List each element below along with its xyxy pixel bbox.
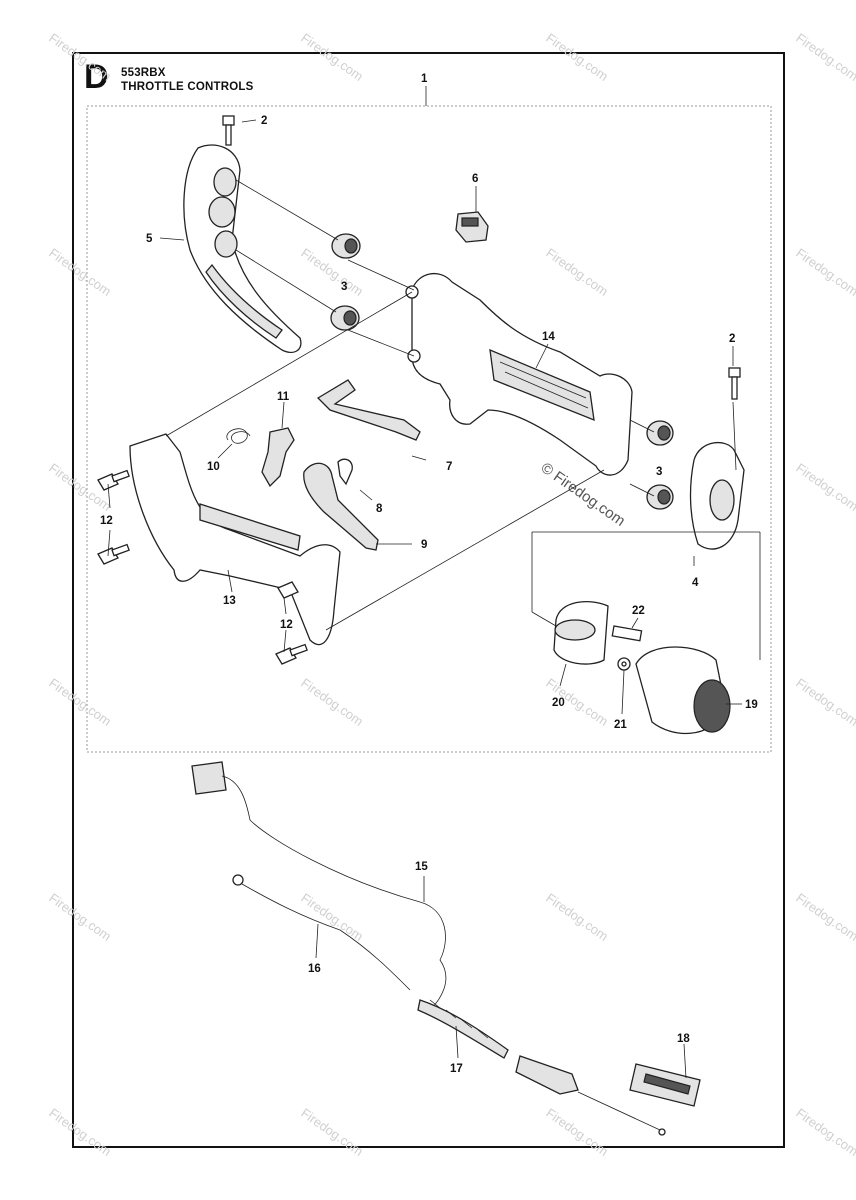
watermark-text: Firedog.com [46, 245, 114, 299]
part-5-grip-cover [183, 144, 302, 353]
watermark-text: Firedog.com [46, 675, 114, 729]
callout-label: 12 [100, 515, 113, 527]
watermark-text: Firedog.com [543, 890, 611, 944]
watermark-text: Firedog.com [46, 890, 114, 944]
callout-label: 15 [415, 861, 428, 873]
callout-label: 10 [207, 461, 220, 473]
part-3-damper-b [330, 305, 360, 331]
callout-label: 13 [223, 595, 236, 607]
part-19-tube-clamp [635, 646, 731, 734]
page-frame [72, 52, 785, 1148]
part-3-damper-a [331, 233, 361, 259]
callout-label: 7 [446, 461, 452, 473]
watermark-text: Firedog.com [298, 30, 366, 84]
callout-labels: 1 2 2 3 3 4 5 6 7 8 9 10 11 12 12 13 14 … [100, 73, 758, 1075]
callout-label: 11 [277, 391, 290, 403]
diagram-title: THROTTLE CONTROLS [121, 81, 254, 93]
part-10-spring [226, 428, 251, 444]
callout-label: 3 [656, 466, 662, 478]
part-9-trigger [303, 462, 379, 551]
part-13-handle-housing [129, 433, 341, 646]
part-7-throttle-lever [316, 379, 421, 441]
watermark-text: Firedog.com [298, 890, 366, 944]
part-6-stop-switch [455, 211, 489, 243]
part-14-handle-frame [405, 272, 633, 476]
callout-label: 19 [745, 699, 758, 711]
watermark-text: Firedog.com [543, 245, 611, 299]
part-18-connector [629, 1063, 701, 1107]
callout-label: 2 [729, 333, 735, 345]
callout-label: 5 [146, 233, 153, 245]
watermark-text: Firedog.com [793, 245, 856, 299]
callout-label: 6 [472, 173, 478, 185]
part-12-screw-b [97, 543, 130, 565]
part-15-cable [191, 761, 447, 1011]
part-22-bolt [611, 625, 643, 642]
part-17-cable-sheath [417, 999, 666, 1136]
watermark-layer: Firedog.com Firedog.com Firedog.com Fire… [46, 30, 856, 1159]
watermark-text: Firedog.com [298, 675, 366, 729]
callout-label: 20 [552, 697, 565, 709]
part-21-washer [617, 657, 631, 671]
part-16-cable [232, 874, 411, 991]
part-12-screw-c [275, 643, 308, 665]
callout-label: 2 [261, 115, 267, 127]
callout-label: 8 [376, 503, 383, 515]
callout-label: 3 [341, 281, 347, 293]
watermark-text: Firedog.com [793, 890, 856, 944]
watermark-text: Firedog.com [793, 30, 856, 84]
watermark-text: Firedog.com [793, 675, 856, 729]
callout-label: 12 [280, 619, 293, 631]
watermark-text: Firedog.com [46, 30, 114, 84]
callout-label: 16 [308, 963, 321, 975]
part-2-screw-top [222, 115, 235, 146]
part-4-end-cap [689, 441, 745, 550]
watermark-text: Firedog.com [298, 1105, 366, 1159]
watermark-text: Firedog.com [793, 460, 856, 514]
part-3-damper-d [646, 484, 674, 510]
part-2-screw-right [728, 367, 741, 400]
leader-lines [107, 119, 761, 1079]
assembly-boundary [86, 105, 772, 753]
part-8-spring-clip [337, 458, 353, 486]
watermark-text: Firedog.com [543, 30, 611, 84]
callout-label: 4 [692, 577, 699, 589]
callout-label: 18 [677, 1033, 690, 1045]
callout-label: 22 [632, 605, 645, 617]
part-3-damper-c [646, 420, 674, 446]
watermark-text: Firedog.com [543, 1105, 611, 1159]
section-letter: D [84, 58, 109, 96]
callout-label: 1 [421, 73, 428, 85]
part-12-screw-a [97, 469, 130, 491]
callout-label: 17 [450, 1063, 463, 1075]
callout-label: 14 [542, 331, 555, 343]
part-20-clamp [553, 600, 609, 665]
part-12-screw-d [277, 581, 299, 599]
watermark-text: Firedog.com [46, 1105, 114, 1159]
callout-label: 21 [614, 719, 627, 731]
part-11-lock-lever [261, 427, 295, 488]
watermark-text: Firedog.com [793, 1105, 856, 1159]
callout-label: 9 [421, 539, 427, 551]
model-number: 553RBX [121, 67, 166, 79]
